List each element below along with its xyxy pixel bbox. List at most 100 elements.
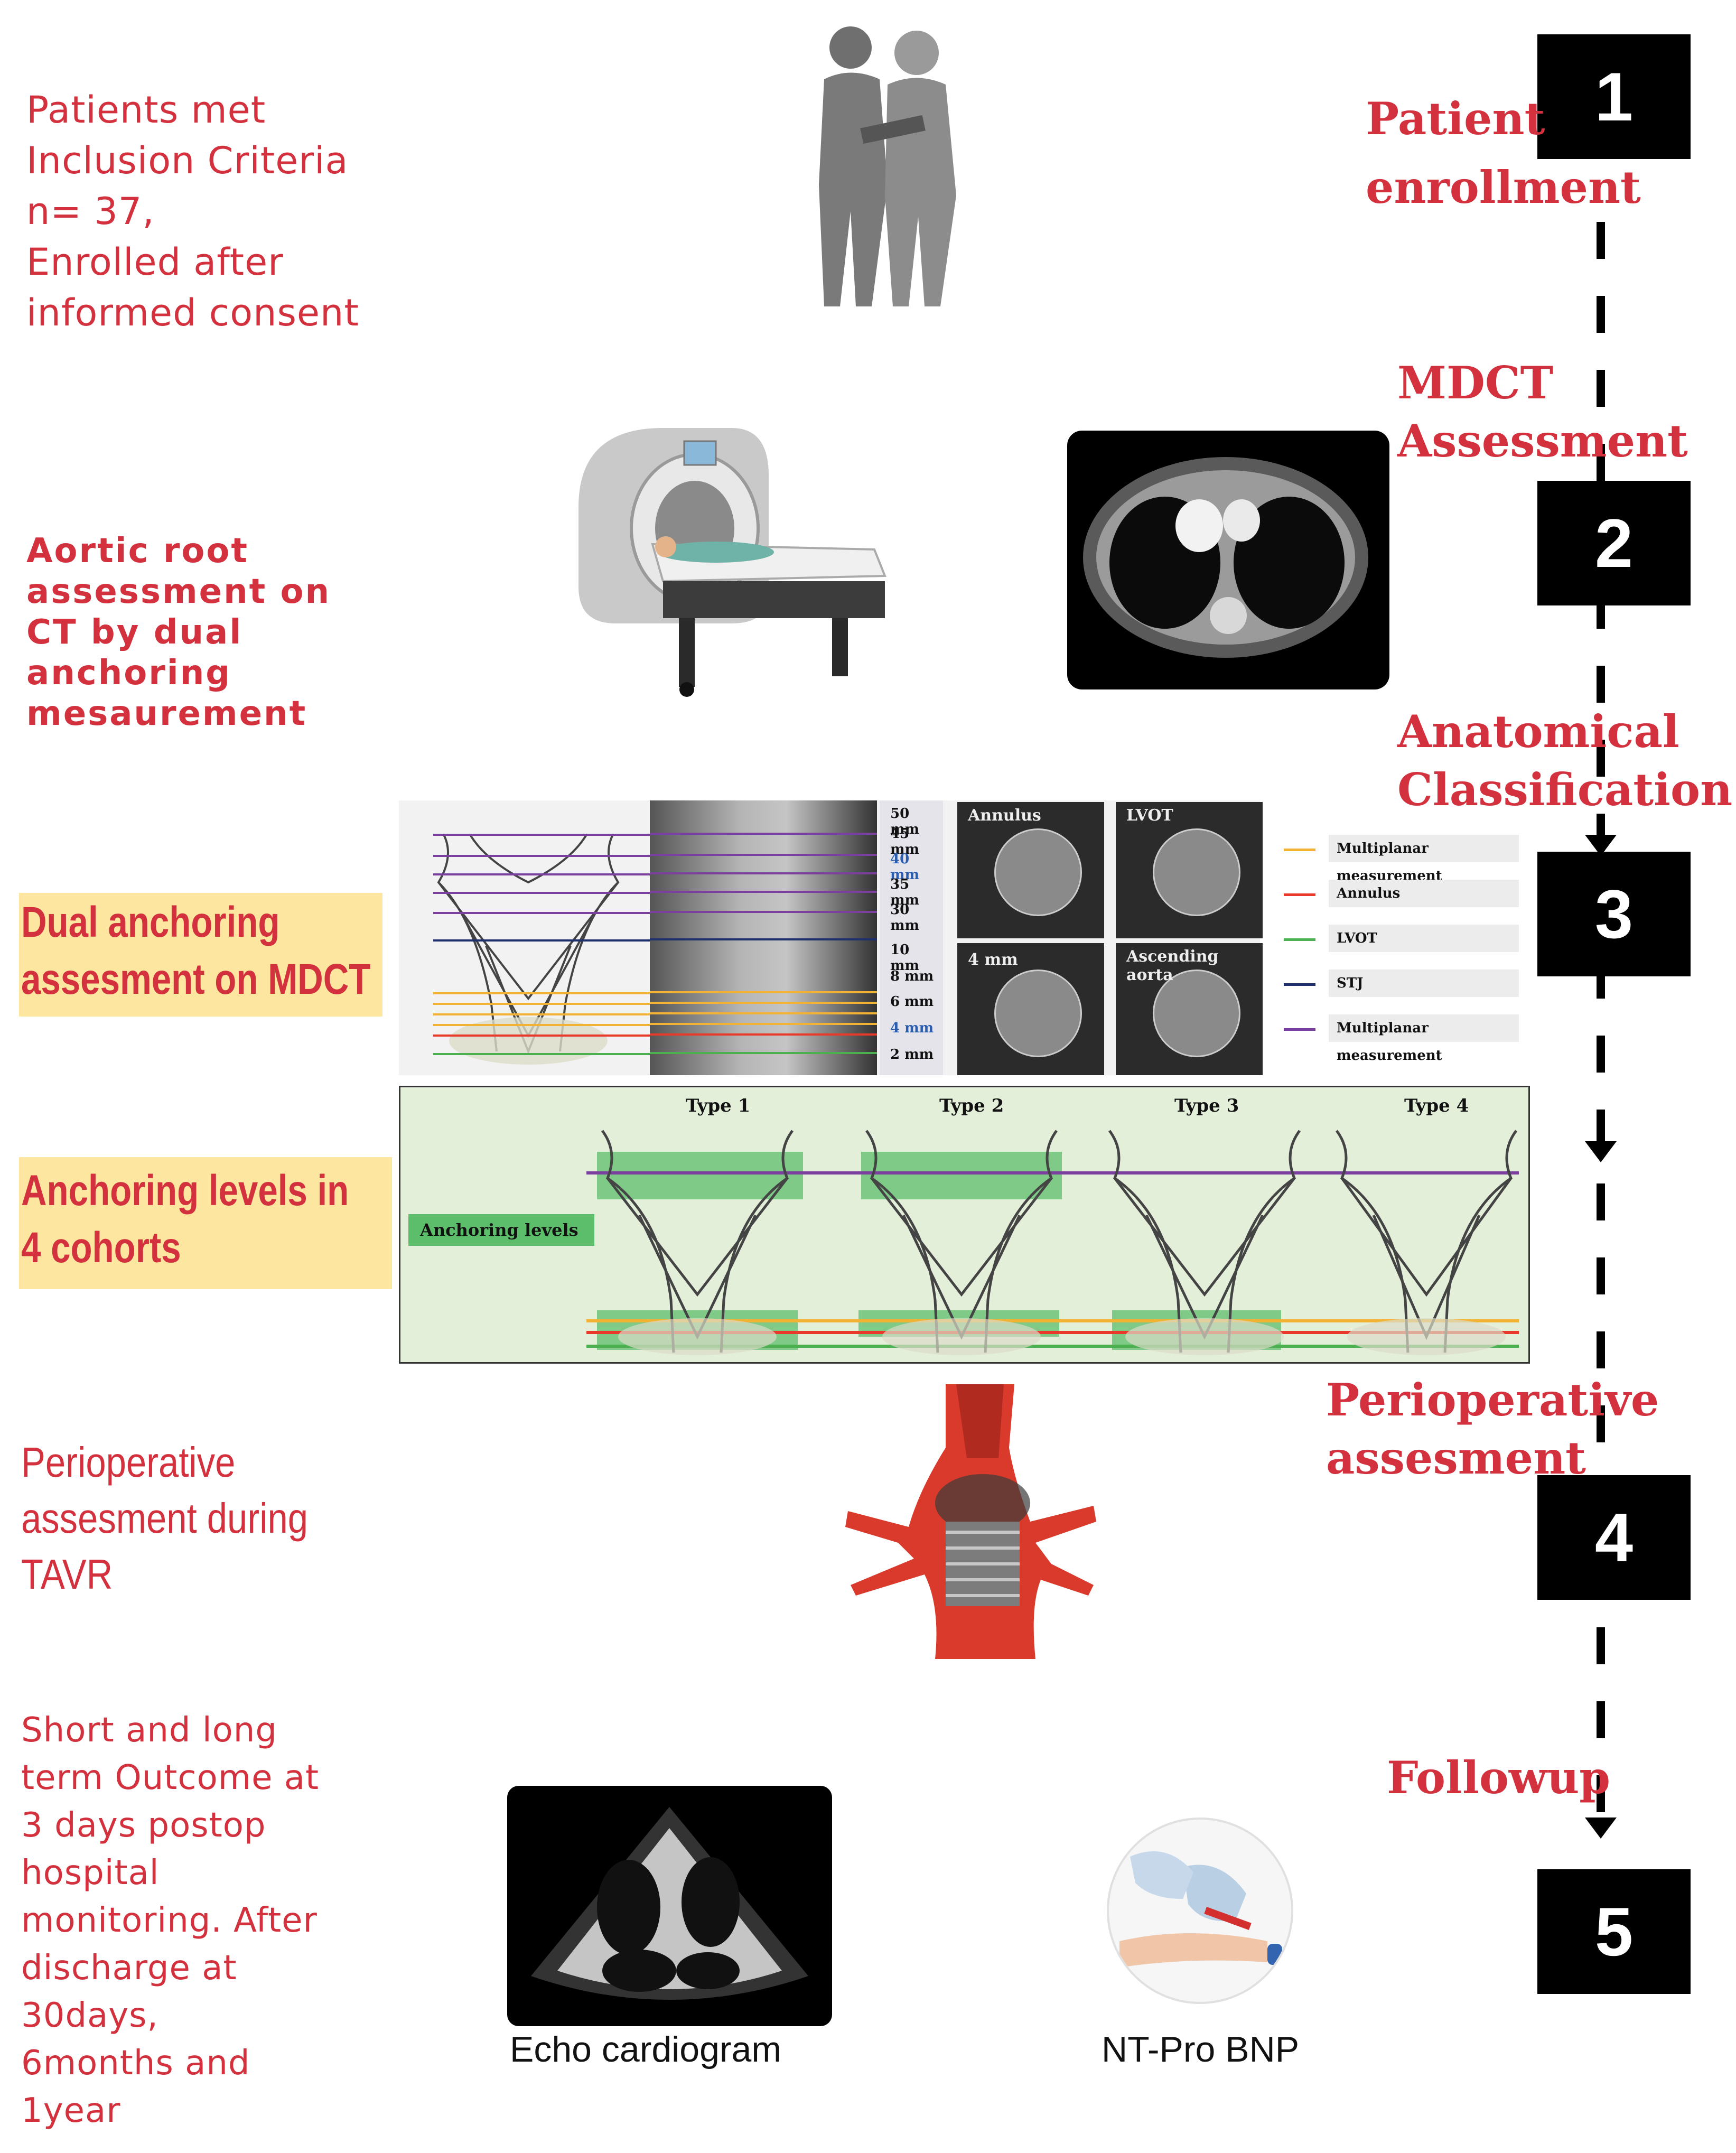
text-line: assesment (1326, 1432, 1586, 1484)
scale-label: 45 mm (890, 826, 920, 858)
ct-view-annulus: Annulus (957, 802, 1104, 938)
followup-description: Short and long term Outcome at 3 days po… (21, 1707, 391, 2135)
ct-view-label: 4 mm (968, 950, 1018, 969)
text-line: monitoring. After (21, 1901, 318, 1940)
scale-label: 50 mm (890, 806, 920, 837)
scale-label: 4 mm (890, 1020, 934, 1036)
text-line: 1year (21, 2091, 121, 2130)
legend-item: Annulus (1278, 880, 1519, 909)
legend-item: Multiplanar measurement (1278, 1014, 1519, 1064)
text-line: Inclusion Criteria (26, 139, 349, 182)
ct-view-ascending-aorta: Ascending aorta (1116, 943, 1263, 1075)
text-line: 4 cohorts (21, 1224, 181, 1272)
ct-view-label: Ascending aorta (1126, 947, 1219, 984)
ct-view-label: Annulus (968, 806, 1041, 825)
echo-caption: Echo cardiogram (510, 2029, 782, 2070)
text-line: Assessment (1397, 415, 1688, 467)
stage-3-box: 3 (1537, 852, 1691, 976)
level-lines (433, 834, 650, 1055)
cohort-type-label: Type 4 (1404, 1095, 1469, 1116)
anchoring-levels-label: Anchoring levels in 4 cohorts (21, 1162, 394, 1276)
scale-label: 8 mm (890, 968, 934, 984)
dual-anchoring-label: Dual anchoring assesment on MDCT (21, 894, 376, 1008)
text-line: assessment on (26, 572, 331, 611)
echo-cardiogram-image (507, 1786, 832, 2026)
ct-coronal-view (650, 800, 877, 1075)
text-line: enrollment (1366, 161, 1641, 213)
text-line: Anchoring levels in (21, 1167, 349, 1215)
legend-item: Multiplanar measurement (1278, 835, 1519, 884)
perioperative-description: Perioperative assesment during TAVR (21, 1434, 367, 1602)
text-line: term Outcome at (21, 1758, 320, 1797)
nurses-illustration (819, 26, 956, 306)
cohort-valves-diagram (586, 1130, 1519, 1355)
coronal-level-lines (650, 833, 877, 1054)
stage-1-label: Patient enrollment (1366, 90, 1641, 217)
text-line: Classification (1397, 763, 1733, 816)
scale-label: 35 mm (890, 877, 920, 908)
text-line: CT by dual (26, 613, 243, 652)
text-line: 3 days postop (21, 1806, 266, 1845)
scale-label: 2 mm (890, 1047, 934, 1062)
ct-chest-slice (1083, 457, 1368, 658)
text-line: 6months and (21, 2044, 250, 2083)
stage-4-box: 4 (1537, 1475, 1691, 1600)
text-line: hospital (21, 1853, 160, 1893)
stage-2-box: 2 (1537, 481, 1691, 605)
measurement-legend: Multiplanar measurement Annulus LVOT STJ… (1278, 835, 1519, 1064)
text-line: assesment during (21, 1495, 309, 1542)
legend-label: STJ (1329, 970, 1519, 997)
text-line: anchoring (26, 654, 232, 693)
ct-view-label: LVOT (1126, 806, 1173, 825)
text-line: n= 37, (26, 190, 155, 233)
text-line: assesment on MDCT (21, 955, 371, 1003)
aortic-root-description: Aortic root assessment on CT by dual anc… (26, 531, 396, 734)
text-line: mesaurement (26, 694, 307, 733)
bnp-caption: NT-Pro BNP (1102, 2029, 1300, 2070)
text-line: Patient (1366, 92, 1545, 145)
scale-column: 50 mm 45 mm 40 mm 35 mm 30 mm 10 mm 8 mm… (880, 800, 943, 1075)
text-line: Enrolled after (26, 240, 284, 284)
arrow-head-icon (1585, 1141, 1617, 1162)
legend-label: Multiplanar measurement (1329, 1014, 1519, 1064)
legend-label: LVOT (1329, 925, 1519, 952)
cohort-type-label: Type 2 (939, 1095, 1004, 1116)
text-line: discharge at (21, 1949, 237, 1988)
enrollment-description: Patients met Inclusion Criteria n= 37, E… (26, 85, 396, 338)
text-line: MDCT (1397, 357, 1554, 409)
legend-label: Multiplanar measurement (1329, 835, 1519, 884)
text-line: Anatomical (1397, 705, 1679, 758)
valve-level-diagram (433, 834, 650, 1065)
text-line: Dual anchoring (21, 898, 280, 946)
arrow-head-icon (1585, 835, 1617, 856)
text-line: Patients met (26, 88, 266, 132)
dual-anchoring-highlight (19, 893, 382, 1017)
blood-draw-illustration (1107, 1818, 1293, 2004)
stage-1-box: 1 (1537, 34, 1691, 159)
ct-view-4mm: 4 mm (957, 943, 1104, 1075)
anchoring-levels-tag: Anchoring levels (408, 1214, 594, 1246)
text-line: Short and long (21, 1711, 277, 1750)
text-line: TAVR (21, 1551, 113, 1598)
ct-scan-image (1067, 431, 1389, 689)
stage-2-label: MDCT Assessment (1397, 354, 1688, 470)
cohort-type-label: Type 1 (686, 1095, 751, 1116)
valve-skirts (618, 1318, 1506, 1355)
arrow-head-icon (1585, 1818, 1617, 1839)
stage-3-label: Anatomical Classification (1397, 703, 1732, 819)
stage-4-label: Perioperative assesment (1326, 1371, 1659, 1487)
legend-item: STJ (1278, 970, 1519, 999)
text-line: Aortic root (26, 532, 249, 571)
scale-label: 10 mm (890, 942, 920, 974)
text-line: 30days, (21, 1996, 158, 2035)
legend-item: LVOT (1278, 925, 1519, 954)
ct-view-lvot: LVOT (1116, 802, 1263, 938)
echo-sector-view (531, 1807, 808, 2000)
syringe-arm-icon (1119, 1851, 1282, 1968)
stage-5-label: Followup (1387, 1749, 1610, 1807)
cohort-type-label: Type 3 (1174, 1095, 1239, 1116)
scale-label: 30 mm (890, 902, 920, 934)
anchoring-levels-highlight (19, 1157, 392, 1289)
tavr-aorta-illustration (845, 1384, 1096, 1659)
text-line: Perioperative (21, 1439, 236, 1486)
